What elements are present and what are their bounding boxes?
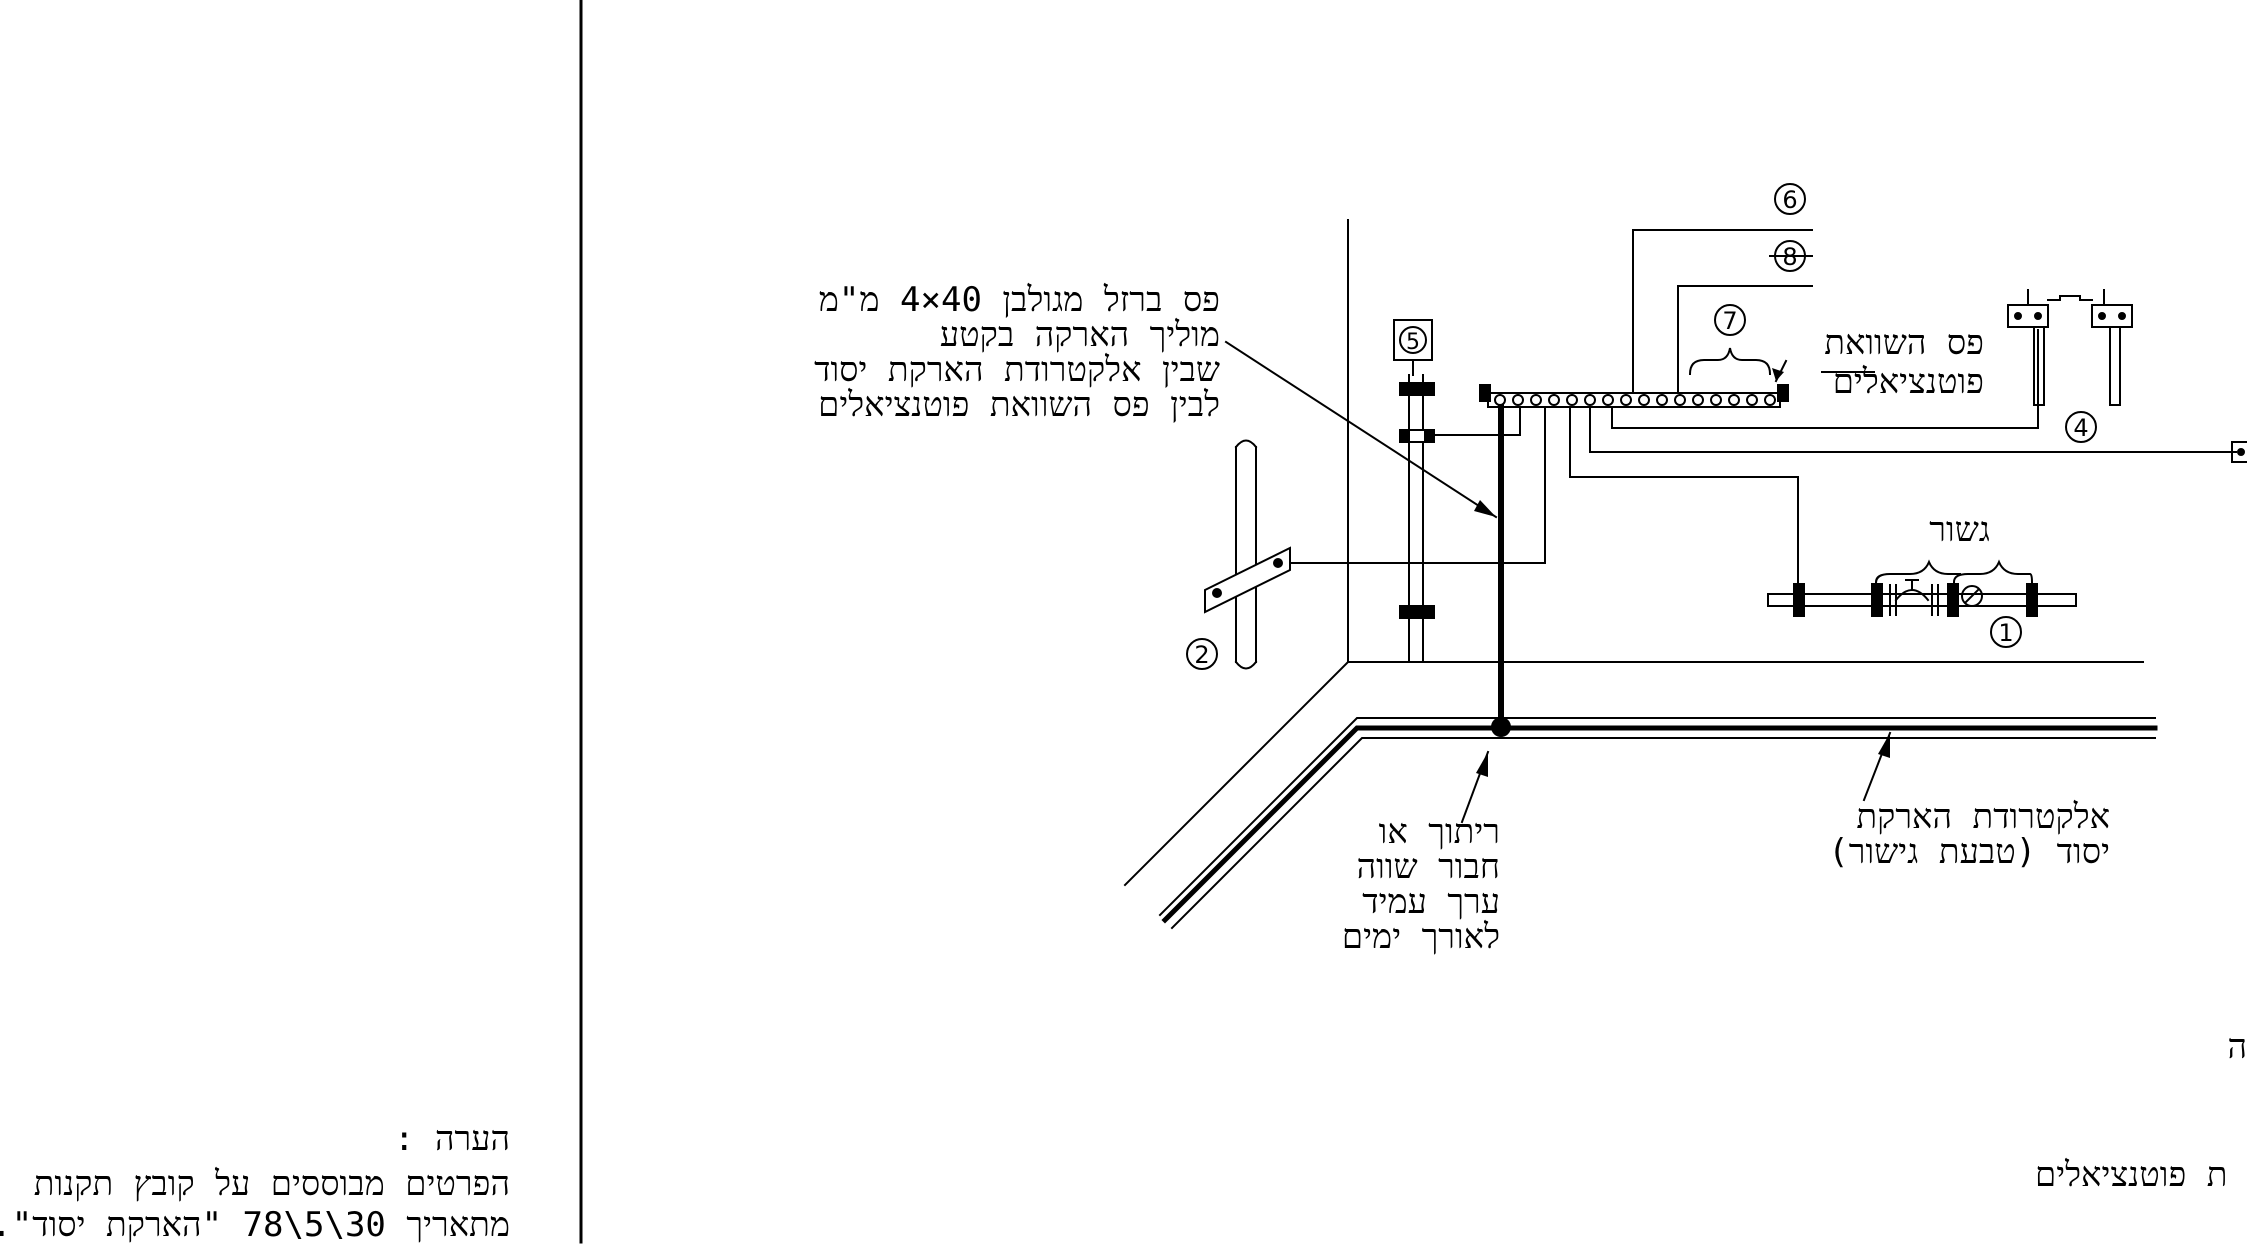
conductor-2 xyxy=(1279,406,1546,564)
iron-strip-line1: פס ברזל מגולבן 40×4 מ"מ xyxy=(818,280,1220,320)
bridge-label: גשור xyxy=(1929,510,1990,550)
callout-2: 2 xyxy=(1194,641,1209,669)
connection-line3: ערך עמיד xyxy=(1362,882,1500,922)
conductor-5 xyxy=(1632,229,1813,394)
iron-strip-line3: שבין אלקטרודת הארקת יסוד xyxy=(814,350,1220,390)
connection-line1: ריתוך או xyxy=(1378,812,1500,852)
callout-8-circle xyxy=(1714,304,1746,336)
bath-fittings xyxy=(2007,289,2133,406)
iron-strip-label: פס ברזל מגולבן 40×4 מ"מ מוליך הארקה בקטע… xyxy=(740,283,1220,423)
gas-pipe xyxy=(1204,439,1291,670)
conductor-right xyxy=(1589,406,2237,453)
callout-6-circle xyxy=(1399,326,1427,354)
conductor-4 xyxy=(1611,329,2039,429)
conductor-7 xyxy=(1677,285,1813,394)
weld-joint xyxy=(1491,717,1511,737)
callout-5: 6 xyxy=(1782,186,1797,214)
callout-1-circle xyxy=(1990,616,2022,648)
conductor-1 xyxy=(1569,406,1799,591)
callout-7: 8 xyxy=(1782,243,1797,271)
conductor-6 xyxy=(1423,406,1521,436)
iron-strip-line2: מוליך הארקה בקטע xyxy=(939,315,1220,355)
connection-line2: חבור שווה xyxy=(1356,847,1500,887)
edge-char: ה xyxy=(2227,1027,2247,1067)
callout-4: 4 xyxy=(2073,414,2088,442)
callout-4-circle xyxy=(2065,411,2097,443)
electrode-line1: אלקטרודת הארקת xyxy=(1856,797,2110,837)
callout-6-box xyxy=(1393,319,1433,361)
equalization-bar-line1: פס השוואת xyxy=(1824,323,1984,363)
note-line2: מתאריך 30\5\78 "הארקת יסוד". xyxy=(0,1205,510,1245)
connection-line4: לאורך ימים xyxy=(1341,917,1500,957)
callout-8: 7 xyxy=(1722,307,1737,335)
water-pipe-meter xyxy=(1767,559,2077,617)
iron-strip-line4: לבין פס השוואת פוטנציאלים xyxy=(818,385,1220,425)
electrode-line2: יסוד (טבעת גישור) xyxy=(1828,832,2110,872)
electrode-label: אלקטרודת הארקת יסוד (טבעת גישור) xyxy=(1800,800,2110,870)
connection-label: ריתוך או חבור שווה ערך עמיד לאורך ימים xyxy=(1330,815,1500,955)
note-title: הערה : xyxy=(394,1119,510,1159)
equalization-bar xyxy=(1479,384,1789,408)
callout-6: 5 xyxy=(1406,330,1420,355)
callout-1: 1 xyxy=(1998,619,2013,647)
terminals-brace xyxy=(1688,347,1772,376)
column-6 xyxy=(1393,319,1435,663)
room-outline xyxy=(1123,219,2144,887)
foundation-electrode-ring xyxy=(1158,717,2158,930)
equalization-bar-label: פס השוואת פוטנציאלים xyxy=(1804,326,1984,400)
callout-7-circle xyxy=(1774,240,1806,272)
bar-terminals xyxy=(1494,394,1776,406)
callout-circles xyxy=(1186,183,2097,670)
bottom-right-label: ת פוטנציאלים xyxy=(2035,1155,2228,1195)
callout-2-circle xyxy=(1186,638,1218,670)
leaders xyxy=(1224,340,1892,824)
note-line1: הפרטים מבוססים על קובץ תקנות xyxy=(33,1164,510,1204)
callout-5-circle xyxy=(1774,183,1806,215)
equalization-bar-line2: פוטנציאלים xyxy=(1832,362,1984,402)
